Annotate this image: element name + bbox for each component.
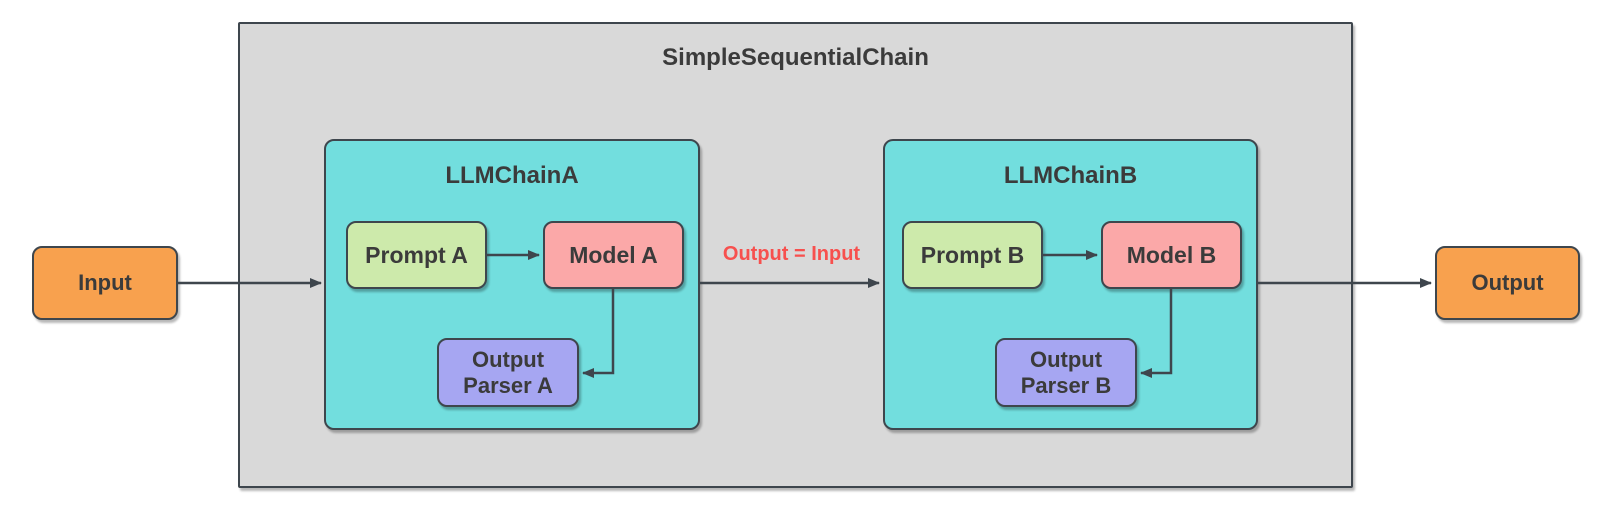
edge-label-output-equals-input: Output = Input <box>722 243 861 265</box>
container-title: SimpleSequentialChain <box>662 44 929 71</box>
model-a-node: Model A <box>543 221 684 289</box>
model-b-node: Model B <box>1101 221 1242 289</box>
input-node: Input <box>32 246 178 320</box>
output-node: Output <box>1435 246 1580 320</box>
output-parser-b-node: Output Parser B <box>995 338 1137 407</box>
output-parser-a-node: Output Parser A <box>437 338 579 407</box>
llm-chain-a-title: LLMChainA <box>445 162 579 189</box>
llm-chain-b-title: LLMChainB <box>1003 162 1138 189</box>
prompt-a-node: Prompt A <box>346 221 487 289</box>
prompt-b-node: Prompt B <box>902 221 1043 289</box>
